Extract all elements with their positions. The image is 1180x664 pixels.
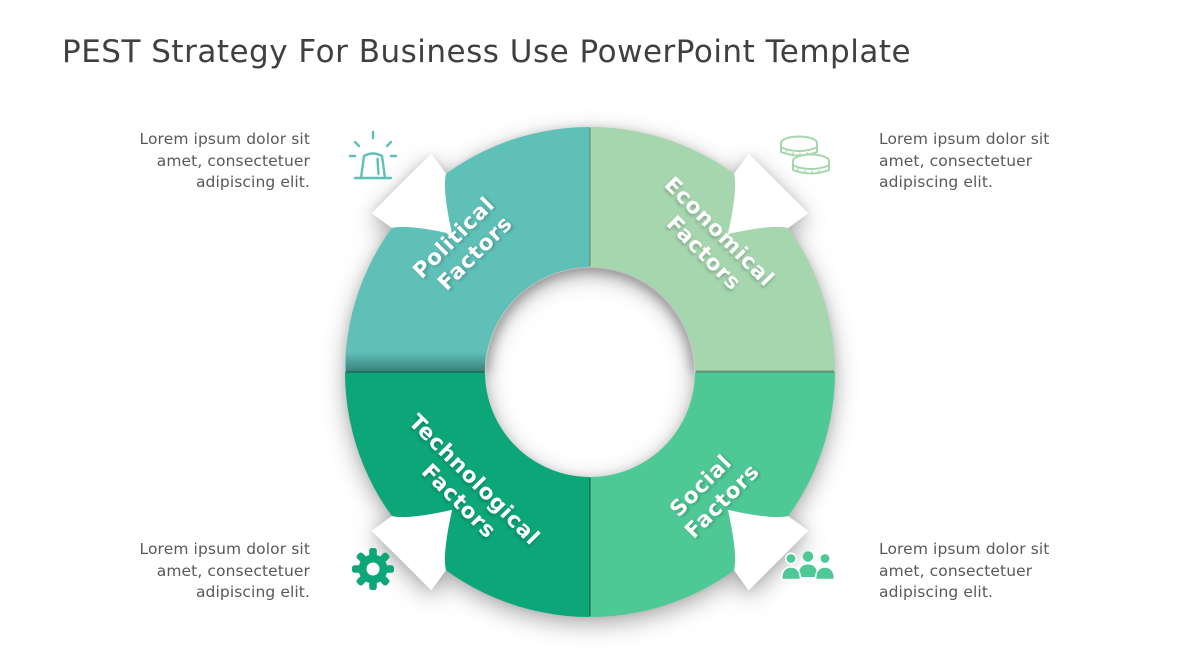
note-top-right: Lorem ipsum dolor sit amet, consectetuer… [879,129,1059,194]
coins-icon [780,135,830,175]
note-text: Lorem ipsum dolor sit amet, consectetuer… [139,540,310,601]
page-title: PEST Strategy For Business Use PowerPoin… [62,34,912,70]
segment-political [345,127,590,372]
siren-icon [348,130,398,180]
donut-ring [345,127,835,617]
note-text: Lorem ipsum dolor sit amet, consectetuer… [879,540,1050,601]
note-bottom-left: Lorem ipsum dolor sit amet, consectetuer… [130,539,310,604]
note-text: Lorem ipsum dolor sit amet, consectetuer… [139,130,310,191]
segment-notch [371,153,453,235]
gear-icon [352,548,394,590]
note-text: Lorem ipsum dolor sit amet, consectetuer… [879,130,1050,191]
people-icon [780,551,836,581]
segment-economical [590,127,835,372]
segment-technological [345,372,590,617]
note-top-left: Lorem ipsum dolor sit amet, consectetuer… [130,129,310,194]
seam-shadow-left [346,352,485,372]
segment-social [590,372,835,617]
note-bottom-right: Lorem ipsum dolor sit amet, consectetuer… [879,539,1059,604]
